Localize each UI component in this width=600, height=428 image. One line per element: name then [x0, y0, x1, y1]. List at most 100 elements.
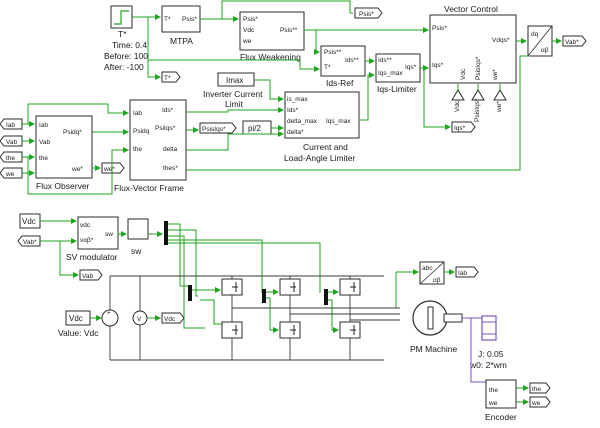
goto-iqs[interactable]: Iqs*	[451, 121, 476, 133]
vdc-value-const[interactable]: Vdc	[65, 310, 91, 326]
vc-port-b3: we*	[492, 69, 499, 81]
fw-port-3: we	[242, 38, 252, 45]
cl-port-4: delta*	[287, 129, 304, 136]
enc-port-2: we	[488, 400, 498, 407]
goto-the[interactable]: the	[529, 382, 551, 394]
abc-to-ab-transform[interactable]: abc αβ	[419, 261, 445, 285]
current-limiter-label-1: Current and	[303, 142, 348, 152]
goto-we-star[interactable]: we*	[101, 162, 125, 174]
ids-ref-label: Ids-Ref	[326, 78, 354, 88]
flux-weakening-block[interactable]: Psis* Vdc we Psis**	[239, 11, 305, 51]
from-we-vc[interactable]: we*	[493, 89, 507, 113]
switch-c-bot	[339, 321, 361, 339]
goto-iqs-label: Iqs*	[454, 125, 466, 132]
current-limiter-block[interactable]: is_max Ids* delta_max delta* Iqs_max	[284, 91, 360, 139]
inertia-j: J: 0.05	[478, 349, 504, 359]
imax-constant[interactable]: Imax	[217, 72, 255, 87]
pi2-label: pi/2	[248, 124, 261, 133]
vector-control-block[interactable]: Psis* Iqs* Vdqs* Vdc PsisIqs* we*	[429, 14, 517, 84]
goto-psisiqs-label: PsisIqs*	[202, 126, 226, 133]
from-vab-star[interactable]: Vab*	[17, 235, 41, 247]
dq-to-ab-transform[interactable]: dq αβ	[527, 25, 553, 57]
vc-port-out: Vdqs*	[492, 37, 510, 44]
switch-c-top	[339, 278, 361, 296]
iqs-limiter-block[interactable]: Ids** Iqs_max Iqs*	[375, 53, 421, 83]
from-vab-label: Vab	[6, 139, 17, 146]
goto-psis-label: Psis*	[359, 11, 374, 18]
fvf-port-out1: Ids*	[162, 107, 174, 114]
mtpa-block[interactable]: T* Psis*	[161, 5, 201, 33]
svm-port-2: vαβ*	[80, 237, 94, 244]
from-psisiqs-vc[interactable]: PsisIqs*	[471, 89, 485, 122]
inertia-block[interactable]	[481, 315, 497, 341]
voltmeter[interactable]: V	[132, 310, 148, 326]
switch-a-top	[221, 278, 243, 296]
cl-port-2: Ids*	[287, 107, 299, 114]
from-iab[interactable]: Iab	[0, 118, 23, 130]
from-vdc-vc[interactable]: Vdc	[451, 89, 465, 112]
goto-psis[interactable]: Psis*	[354, 7, 383, 19]
fo-port-2: Vab	[39, 139, 50, 146]
goto-iab[interactable]: Iab	[455, 266, 479, 278]
encoder-block[interactable]: the we	[485, 379, 517, 409]
goto-vab-star[interactable]: Vab*	[562, 35, 587, 47]
flux-observer-block[interactable]: Iab Vab the Psidq* we*	[35, 115, 93, 179]
flux-vector-frame-label: Flux-Vector Frame	[114, 183, 184, 193]
inverter-legs	[188, 276, 400, 360]
iqslim-port-out: Iqs*	[405, 64, 417, 71]
flux-weakening-label: Flux Weakening	[240, 52, 301, 62]
goto-t-label: T*	[164, 75, 171, 82]
ids-ref-block[interactable]: Psis** T* Ids**	[320, 45, 366, 77]
goto-iab-label: Iab	[458, 270, 467, 277]
cl-port-3: delta_max	[287, 118, 318, 125]
step-source[interactable]	[110, 5, 133, 29]
ab-label: αβ	[541, 47, 549, 54]
fw-port-out: Psis**	[280, 27, 298, 34]
fvf-port-3: the	[133, 146, 142, 153]
goto-vdc[interactable]: Vdc	[161, 312, 185, 324]
step-label: T*	[118, 29, 127, 39]
from-iab-label: Iab	[6, 122, 15, 129]
vdc-source-const[interactable]: Vdc	[19, 213, 41, 229]
top-signal-wires	[22, 0, 562, 195]
mtpa-label: MTPA	[170, 36, 193, 46]
sv-modulator-label: SV modulator	[66, 252, 118, 262]
goto-vab-label: Vab*	[565, 39, 579, 46]
vector-control-label: Vector Control	[444, 4, 498, 14]
goto-vab[interactable]: Vab	[79, 269, 103, 281]
idsref-port-out: Ids**	[345, 57, 359, 64]
fo-port-out1: Psidq*	[63, 129, 82, 136]
step-before: Before: 100	[104, 51, 148, 61]
fw-port-2: Vdc	[243, 27, 255, 34]
pi2-constant[interactable]: pi/2	[242, 120, 272, 135]
cl-port-out: Iqs_max	[326, 118, 351, 125]
iqs-limiter-label: Iqs-Limiter	[377, 84, 417, 94]
from-we[interactable]: we	[0, 167, 23, 179]
sw-block[interactable]	[127, 218, 149, 240]
iqslim-port-1: Ids**	[378, 57, 392, 64]
dc-voltage-source[interactable]: +	[101, 309, 119, 327]
flux-vector-frame-block[interactable]: Iab Psidq the Ids* PsiIqs* delta thes*	[129, 99, 187, 181]
enc-port-1: the	[489, 387, 498, 394]
abc-ab-label: αβ	[433, 277, 441, 284]
step-after: After: -100	[104, 62, 144, 72]
from-psisiqs-vc-label: PsisIqs*	[474, 98, 481, 122]
goto-psisiqs[interactable]: PsisIqs*	[199, 122, 237, 134]
from-vab[interactable]: Vab	[0, 135, 23, 147]
vc-port-b1: Vdc	[460, 68, 467, 80]
goto-t[interactable]: T*	[161, 71, 181, 83]
fo-port-out2: we*	[71, 166, 83, 173]
vc-port-2: Iqs*	[432, 62, 444, 69]
fvf-port-out3: delta	[163, 146, 177, 153]
voltmeter-v: V	[137, 316, 142, 323]
goto-we-enc[interactable]: we	[529, 396, 551, 408]
vsrc-plus: +	[107, 310, 111, 317]
from-the[interactable]: the	[0, 151, 23, 163]
sv-modulator-block[interactable]: vdc vαβ* sw	[77, 216, 119, 250]
pm-machine[interactable]	[412, 300, 463, 336]
value-vdc-label: Value: Vdc	[58, 328, 99, 338]
imax-label: Imax	[226, 76, 243, 85]
from-we-vc-label: we*	[496, 101, 503, 113]
